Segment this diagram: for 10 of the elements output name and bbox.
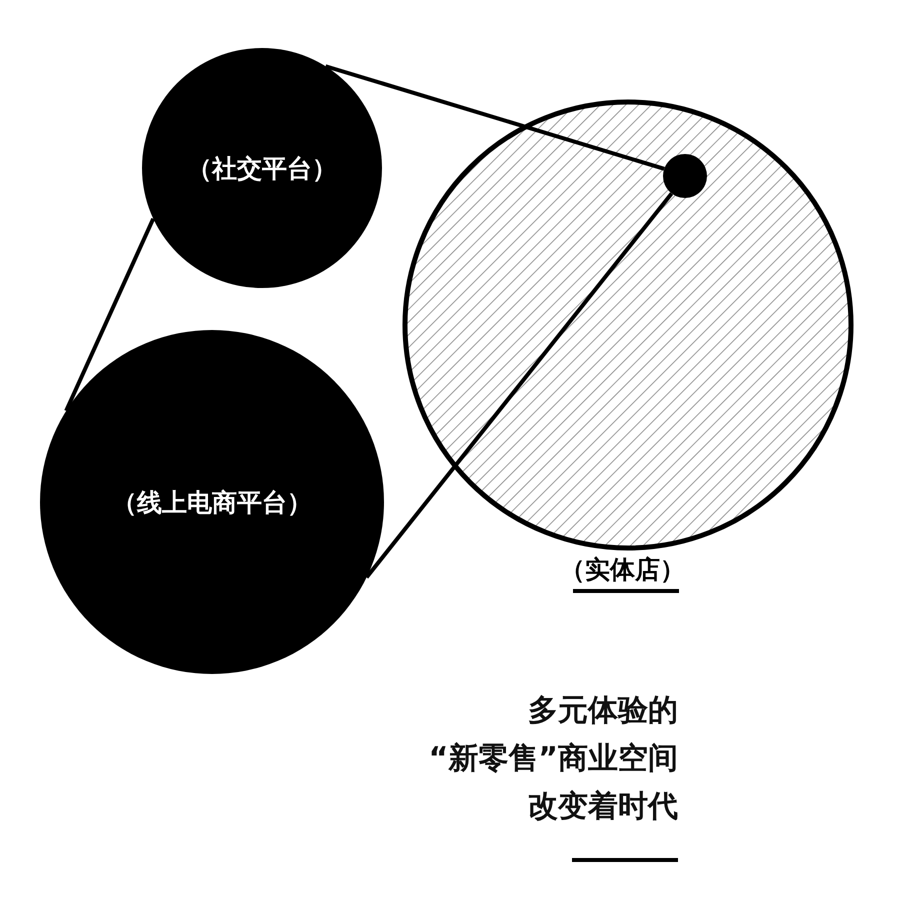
slogan-line: “新零售”商业空间 (428, 740, 678, 778)
node-label: （实体店） (560, 554, 685, 586)
circle-label: （社交平台） (187, 152, 337, 184)
connector-line (365, 192, 674, 579)
hatched-circle (402, 99, 854, 551)
slogan-line: 改变着时代 (528, 788, 678, 826)
slogan-line: 多元体验的 (528, 692, 678, 730)
connector-line (325, 64, 665, 171)
circle-label: （线上电商平台） (112, 486, 312, 518)
connector-line (64, 218, 156, 412)
